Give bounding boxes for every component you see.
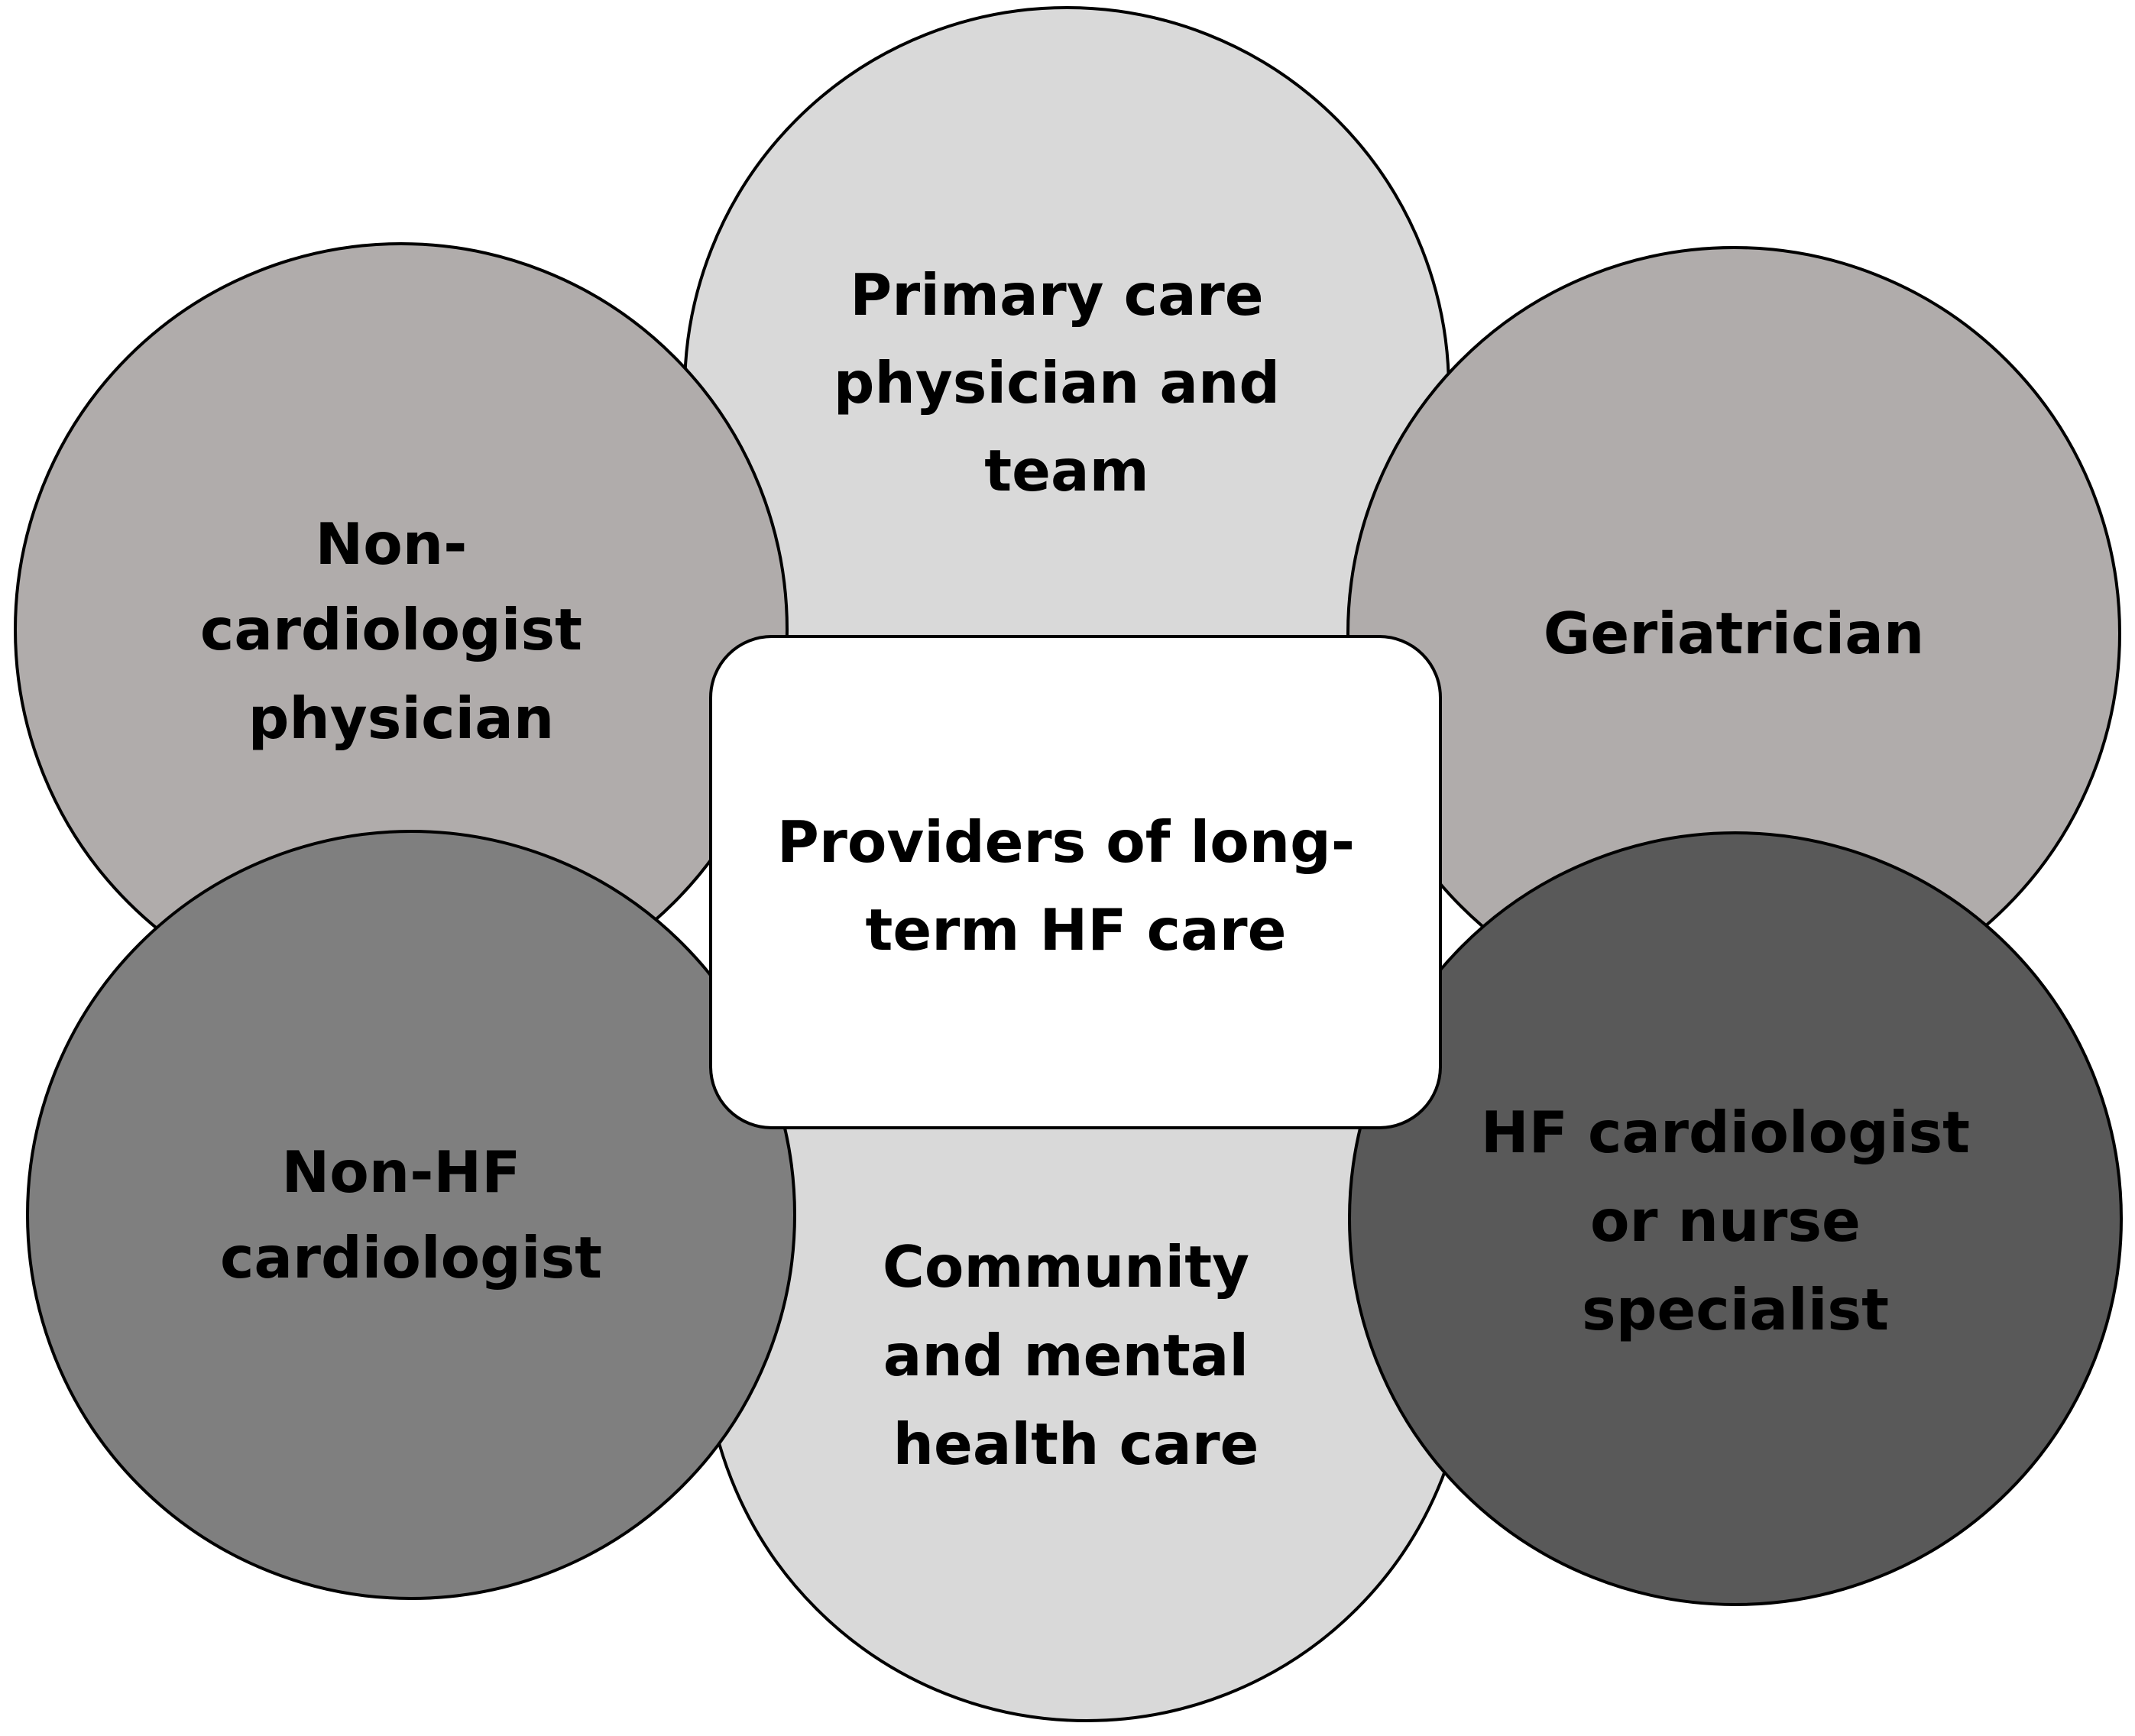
primary-care-label-line-3: team [984,437,1148,504]
non-hf-cardiologist-label-line-2: cardiologist [220,1224,602,1291]
geriatrician-label-line-1: Geriatrician [1544,600,1924,667]
hf-cardiologist-label: HF cardiologist or nurse specialist [1481,1099,1990,1343]
non-cardiologist-label-line-1: Non- [316,510,468,578]
center-label-line-1: Providers of long- [777,808,1355,876]
primary-care-shape [683,6,1450,640]
non-hf-cardiologist-circle [26,830,796,1600]
primary-care-label: Primary care physician and team [834,261,1300,504]
non-cardiologist-label-line-3: physician [248,685,555,752]
hf-cardiologist-circle [1348,831,2123,1606]
community-mental-health-shape [703,1122,1470,1722]
hf-cardiologist-label-line-3: specialist [1582,1276,1889,1343]
community-label-line-1: Community [883,1233,1249,1300]
hf-cardiologist-label-line-2: or nurse [1590,1187,1861,1255]
non-hf-cardiologist-label: Non-HF cardiologist [220,1138,602,1291]
community-mental-health-label: Community and mental health care [883,1233,1269,1478]
center-box [709,635,1442,1129]
primary-care-label-line-2: physician and [834,349,1280,416]
community-label-line-3: health care [893,1410,1259,1478]
center-label: Providers of long- term HF care [777,808,1375,964]
primary-care-label-line-1: Primary care [850,261,1263,329]
community-label-line-2: and mental [883,1322,1249,1389]
non-cardiologist-label-line-2: cardiologist [200,596,582,663]
center-label-line-2: term HF care [865,896,1286,964]
non-hf-cardiologist-label-line-1: Non-HF [282,1138,521,1206]
non-cardiologist-physician-label: Non- cardiologist physician [200,510,602,752]
hf-cardiologist-label-line-1: HF cardiologist [1481,1099,1970,1166]
geriatrician-label: Geriatrician [1544,600,1924,667]
